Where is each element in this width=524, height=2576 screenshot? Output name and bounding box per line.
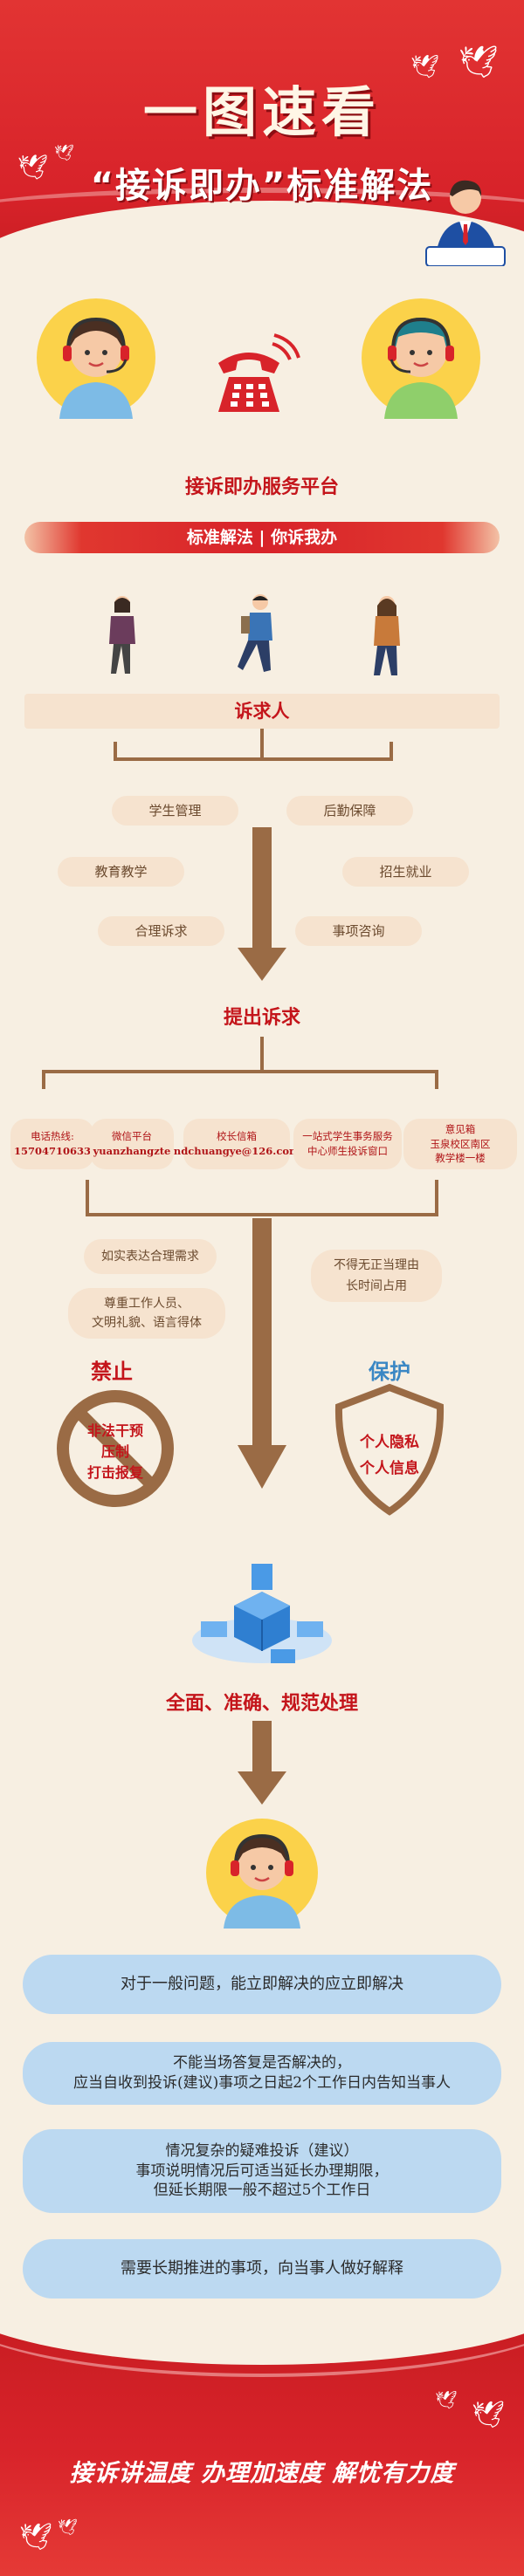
topic-pill: 事项咨询 [295, 916, 422, 946]
connector-line [42, 1070, 45, 1089]
connector-line [435, 1180, 438, 1215]
requirement-pill: 如实表达合理需求 [84, 1239, 217, 1274]
dove-icon: 🕊 [54, 144, 74, 162]
connector-line [435, 1070, 438, 1089]
connector-line [86, 1213, 438, 1216]
flow-arrow-head [238, 1771, 286, 1805]
platform-banner-text: 标准解法 | 你诉我办 [186, 528, 338, 547]
dove-icon: 🕊 [435, 2389, 458, 2410]
rule-item: 不能当场答复是否解决的， 应当自收到投诉(建议)事项之日起2个工作日内告知当事人 [23, 2042, 501, 2105]
connector-line [114, 742, 117, 759]
protect-items: 个人隐私 个人信息 [360, 1434, 419, 1477]
rule-item: 对于一般问题，能立即解决的应立即解决 [23, 1955, 501, 2014]
dove-icon: 🕊 [19, 2522, 53, 2552]
channel-mailbox: 校长信箱 ndchuangye@126.com [174, 1119, 300, 1169]
topic-pill: 招生就业 [342, 857, 469, 887]
prohibit-items: 非法干预 压制 打击报复 [86, 1422, 143, 1481]
channel-wechat: 微信平台 yuanzhangzte [90, 1119, 174, 1169]
connector-line [260, 1037, 264, 1072]
handling-label: 全面、准确、规范处理 [165, 1693, 358, 1715]
prohibit-title: 禁止 [91, 1360, 133, 1384]
customer-service-avatar-icon [362, 298, 480, 419]
person-walking-illustration [109, 596, 135, 674]
dove-icon: 🕊 [58, 2518, 78, 2537]
shield-icon [334, 1383, 445, 1516]
platform-banner: 标准解法 | 你诉我办 [24, 522, 500, 553]
dove-icon: 🕊 [410, 54, 440, 80]
presenter-illustration [425, 180, 506, 266]
footer-banner: 🕊 🕊 🕊 🕊 接诉讲温度 办理加速度 解忧有力度 [0, 2321, 524, 2576]
complainant-label: 诉求人 [234, 701, 290, 722]
submit-label: 提出诉求 [223, 1007, 300, 1029]
channel-service-center: 一站式学生事务服务 中心师生投诉窗口 [293, 1119, 402, 1169]
page-subtitle: “接诉即办”标准解法 [90, 166, 434, 206]
channel-suggestion-box: 意见箱 玉泉校区南区 教学楼一楼 [403, 1119, 517, 1169]
protect-title: 保护 [369, 1360, 410, 1384]
customer-service-avatar-icon [37, 298, 155, 419]
rule-item: 需要长期推进的事项，向当事人做好解释 [23, 2239, 501, 2299]
flow-arrow-head [238, 1445, 286, 1489]
person-walking-illustration [374, 596, 400, 675]
server-icon [192, 1564, 332, 1663]
person-running-illustration [238, 594, 272, 672]
topic-pill: 学生管理 [112, 796, 238, 826]
page-title: 一图速看 [142, 80, 381, 144]
header-banner: 🕊 🕊 🕊 🕊 一图速看 “接诉即办”标准解法 [0, 0, 524, 271]
dove-icon: 🕊 [472, 2400, 506, 2430]
dove-icon: 🕊 [458, 45, 499, 80]
phone-icon [218, 333, 300, 412]
connector-line [260, 729, 264, 759]
rule-item: 情况复杂的疑难投诉（建议） 事项说明情况后可适当延长办理期限， 但延长期限一般不… [23, 2129, 501, 2213]
connector-line [42, 1070, 438, 1073]
flow-arrow-head [238, 948, 286, 981]
topic-pill: 合理诉求 [98, 916, 224, 946]
flow-arrow [252, 1218, 272, 1447]
customer-service-avatar-icon [206, 1819, 318, 1929]
connector-line [114, 757, 393, 761]
complainant-bar: 诉求人 [24, 694, 500, 729]
topic-pill: 教育教学 [58, 857, 184, 887]
flow-arrow [252, 1721, 272, 1773]
dove-icon: 🕊 [17, 153, 49, 182]
flow-arrow [252, 827, 272, 949]
channel-phone: 电话热线: 15704710633 [10, 1119, 94, 1169]
connector-line [390, 742, 393, 759]
footer-slogan: 接诉讲温度 办理加速度 解忧有力度 [69, 2460, 455, 2487]
connector-line [86, 1180, 89, 1215]
prohibit-icon [57, 1390, 174, 1507]
topic-pill: 后勤保障 [286, 796, 413, 826]
platform-title: 接诉即办服务平台 [184, 476, 339, 498]
requirement-pill: 不得无正当理由 长时间占用 [311, 1250, 442, 1302]
requirement-pill: 尊重工作人员、 文明礼貌、语言得体 [68, 1288, 225, 1339]
